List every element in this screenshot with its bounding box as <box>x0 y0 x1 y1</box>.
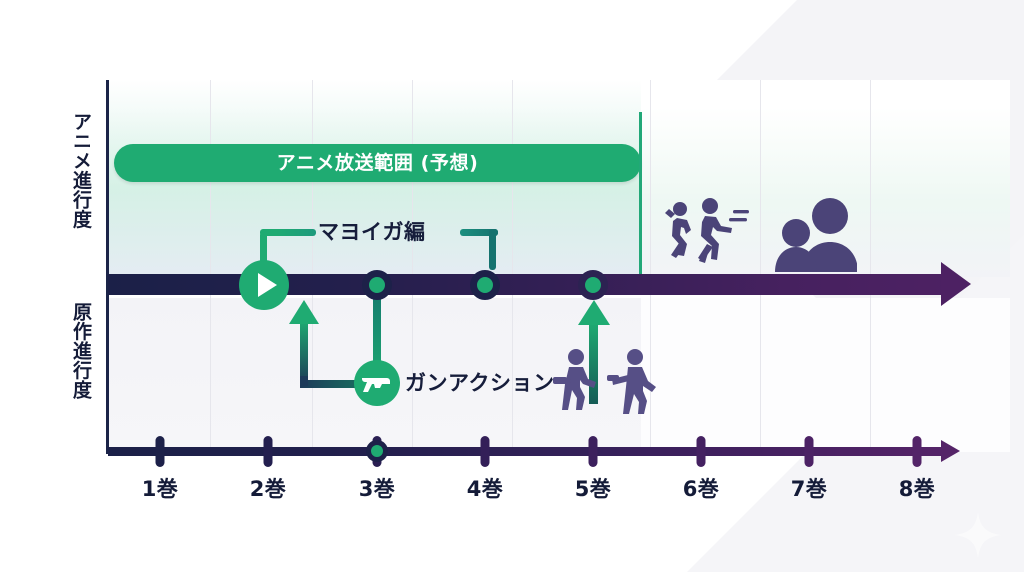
volume-tick-7 <box>804 436 814 467</box>
gun-connector-arrowhead <box>289 300 319 324</box>
gun-connector-horizontal <box>300 380 378 388</box>
axis-label-anime-progress: アニメ進行度 <box>70 112 92 229</box>
volume5-arrowhead <box>578 300 610 325</box>
grid-line-4 <box>650 80 651 452</box>
node-volume-4[interactable] <box>470 270 500 300</box>
mayoiga-connector-right-bar <box>460 229 498 236</box>
people-group-icon <box>775 198 857 272</box>
volume-tick-label-5: 5巻 <box>574 477 612 501</box>
volume-tick-6 <box>696 436 706 467</box>
play-icon[interactable] <box>239 260 289 310</box>
volume-tick-label-1: 1巻 <box>141 477 179 501</box>
grid-line-6 <box>870 80 871 452</box>
volume-tick-4 <box>480 436 490 467</box>
grid-line-1 <box>312 80 313 452</box>
node-volume-5[interactable] <box>578 270 608 300</box>
volume-tick-5 <box>588 436 598 467</box>
volume-tick-1 <box>155 436 165 467</box>
axis-label-source-progress: 原作進行度 <box>70 302 92 400</box>
mayoiga-connector-left-stem <box>260 232 267 264</box>
grid-line-3 <box>512 80 513 452</box>
anime-timeline-axis <box>108 274 955 295</box>
volume-tick-label-8: 8巻 <box>898 477 936 501</box>
gun-action-label: ガンアクション <box>405 371 555 395</box>
sparkle-icon <box>955 512 1001 558</box>
anime-broadcast-range-label: アニメ放送範囲 (予想) <box>276 152 479 174</box>
source-timeline-axis <box>108 447 946 456</box>
mayoiga-connector-left-corner <box>260 229 282 236</box>
gun-connector-corner <box>300 372 308 386</box>
anime-timeline-arrowhead <box>941 262 971 306</box>
volume5-arrow-shaft <box>589 322 598 404</box>
volume-tick-label-3: 3巻 <box>358 477 396 501</box>
mayoiga-connector-right-stem <box>489 232 496 270</box>
volume-tick-2 <box>263 436 273 467</box>
mayoiga-arc-label: マヨイガ編 <box>318 220 426 244</box>
volume-tick-label-2: 2巻 <box>249 477 287 501</box>
pistol-icon <box>354 360 400 406</box>
fighting-people-icon <box>665 198 749 263</box>
node-volume-3[interactable] <box>362 270 392 300</box>
source-timeline-arrowhead <box>941 440 960 462</box>
anime-broadcast-range-banner: アニメ放送範囲 (予想) <box>114 144 641 182</box>
mayoiga-connector-left-bar <box>276 229 316 236</box>
volume-tick-8 <box>912 436 922 467</box>
grid-line-2 <box>412 80 413 452</box>
grid-line-5 <box>760 80 761 452</box>
source-track-panel-right <box>641 298 1010 452</box>
play-triangle <box>258 273 277 297</box>
volume-tick-label-6: 6巻 <box>682 477 720 501</box>
volume-tick-label-7: 7巻 <box>790 477 828 501</box>
broadcast-range-end-marker <box>639 112 642 278</box>
volume-tick-label-4: 4巻 <box>466 477 504 501</box>
source-node-volume-3 <box>366 440 388 462</box>
gun-connector-vertical <box>373 290 381 386</box>
grid-line-0 <box>210 80 211 452</box>
vertical-axis <box>106 80 109 454</box>
gun-connector-upward <box>300 320 308 376</box>
two-gunmen-icon <box>553 349 656 414</box>
